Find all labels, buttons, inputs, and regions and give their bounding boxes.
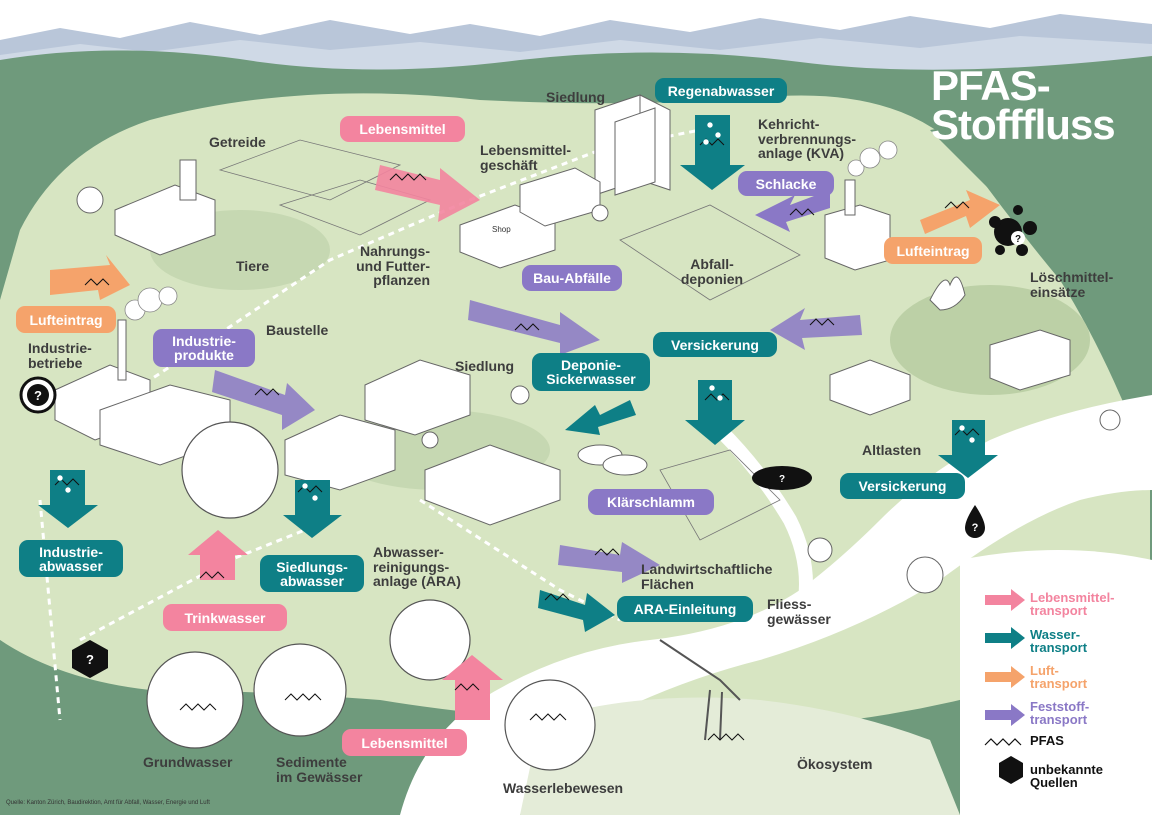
label-abfalldeponien: Abfall-deponien (680, 256, 744, 287)
legend-pfas-icon (984, 738, 1022, 746)
question-mark-icon: ? ? ? ? ? (19, 231, 1025, 678)
label-kva: Kehricht-verbrennungs-anlage (KVA) (758, 116, 857, 162)
flow-arrow-icon (38, 115, 1000, 720)
pill-deponie-sickerwasser: Deponie-Sickerwasser (532, 353, 650, 391)
pill-schlacke: Schlacke (738, 171, 834, 196)
pill-klaerschlamm: Klärschlamm (588, 489, 714, 515)
legend-lufttransport: Luft-transport (1030, 663, 1088, 691)
pill-lebensmittel-bottom: Lebensmittel (342, 729, 467, 756)
pill-trinkwasser: Trinkwasser (163, 604, 287, 631)
pill-ara-einleitung: ARA-Einleitung (617, 596, 753, 622)
label-industriebetriebe: Industrie-betriebe (28, 340, 92, 371)
label-tiere: Tiere (236, 258, 270, 274)
svg-text:?: ? (779, 474, 785, 485)
legend-wasser-arrow-icon (985, 627, 1025, 649)
label-fliessgewaesser: Fliess-gewässer (767, 596, 831, 627)
shop-sign: Shop (492, 225, 511, 234)
label-altlasten: Altlasten (862, 442, 922, 458)
legend-pfas: PFAS (1030, 733, 1064, 748)
svg-text:?: ? (1015, 234, 1021, 245)
legend-lebensmittel-arrow-icon (985, 589, 1025, 611)
legend-icons (984, 589, 1025, 784)
water-drop-icon (56, 121, 976, 502)
title-line-1: PFAS- (931, 62, 1051, 109)
pill-bau-abfaelle: Bau-Abfälle (522, 265, 622, 291)
svg-text:?: ? (34, 388, 42, 403)
pill-siedlungsabwasser: Siedlungs-abwasser (260, 555, 364, 592)
label-abwasserreinigungsanlage: Abwasser-reinigungs-anlage (ARA) (373, 544, 461, 590)
label-lebensmittelgeschaeft: Lebensmittel-geschäft (480, 142, 572, 173)
legend-luft-arrow-icon (985, 666, 1025, 688)
legend-feststofftransport: Feststoff-transport (1030, 699, 1090, 727)
label-grundwasser: Grundwasser (143, 754, 233, 770)
pill-versickerung-right: Versickerung (840, 473, 965, 499)
pill-industrieabwasser: Industrie-abwasser (19, 540, 123, 577)
legend-wassertransport: Wasser-transport (1030, 627, 1088, 655)
pill-lufteintrag-left: Lufteintrag (16, 306, 116, 333)
label-oekosystem: Ökosystem (797, 756, 873, 772)
label-siedlung-top: Siedlung (546, 89, 606, 105)
svg-text:?: ? (86, 652, 94, 667)
label-baustelle: Baustelle (266, 322, 329, 338)
label-wasserlebewesen: Wasserlebewesen (503, 780, 624, 796)
label-siedlung-mid: Siedlung (455, 358, 515, 374)
source-note: Quelle: Kanton Zürich, Baudirektion, Amt… (6, 800, 210, 806)
pill-lufteintrag-right: Lufteintrag (884, 237, 982, 264)
label-loeschmitteleinsaetze: Löschmittel-einsätze (1030, 269, 1114, 300)
page-title: PFAS- Stofffluss (931, 62, 1146, 149)
legend-unknown-icon (999, 756, 1023, 784)
fire-icon (929, 276, 966, 311)
legend-lebensmitteltransport: Lebensmittel-transport (1030, 590, 1115, 618)
pill-lebensmittel-top: Lebensmittel (340, 116, 465, 142)
svg-text:?: ? (972, 522, 979, 534)
title-line-2: Stofffluss (931, 101, 1116, 149)
pill-industrieprodukte: Industrie-produkte (153, 329, 255, 367)
pill-versickerung-mid: Versickerung (653, 332, 777, 357)
label-nahrungs-futterpflanzen: Nahrungs-und Futter-pflanzen (356, 243, 430, 289)
label-getreide: Getreide (209, 134, 266, 150)
legend-feststoff-arrow-icon (985, 704, 1025, 726)
pill-regenabwasser: Regenabwasser (655, 78, 787, 103)
